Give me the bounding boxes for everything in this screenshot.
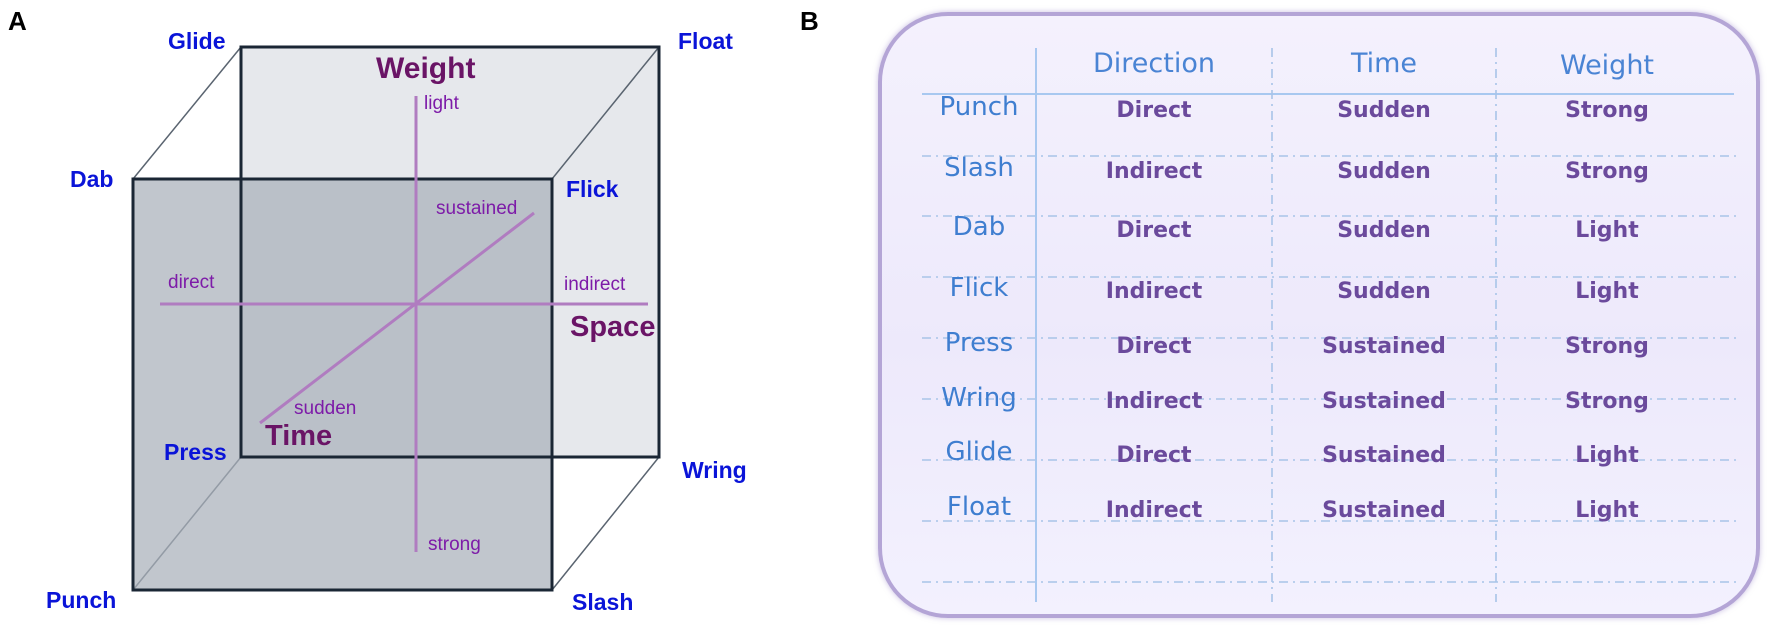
column-header-weight: Weight — [1559, 50, 1655, 81]
table-cell-weight: Strong — [1565, 98, 1649, 123]
table-cell-time: Sustained — [1322, 389, 1446, 414]
corner-label-punch: Punch — [46, 587, 116, 613]
table-grid-lines — [922, 48, 1738, 602]
corner-label-wring: Wring — [682, 457, 747, 483]
time-axis-sustained-label: sustained — [436, 198, 517, 219]
corner-label-slash: Slash — [572, 589, 633, 615]
table-cell-direction: Indirect — [1105, 498, 1203, 523]
table-cell-direction: Direct — [1116, 443, 1192, 468]
table-cell-direction: Indirect — [1105, 159, 1203, 184]
weight-axis-light-label: light — [424, 93, 460, 114]
space-axis-title: Space — [570, 311, 655, 343]
table-cell-weight: Light — [1575, 279, 1639, 304]
row-label: Press — [944, 328, 1014, 358]
weight-axis-strong-label: strong — [428, 534, 481, 555]
corner-label-float: Float — [678, 28, 733, 54]
cube-edge — [132, 46, 242, 180]
space-axis-direct-label: direct — [168, 272, 215, 293]
corner-label-flick: Flick — [566, 176, 619, 202]
table-cell-time: Sustained — [1322, 334, 1446, 359]
table-cell-time: Sudden — [1337, 279, 1431, 304]
space-axis-indirect-label: indirect — [564, 274, 626, 295]
cube-edge — [551, 456, 660, 591]
panel-label-a: A — [8, 6, 27, 36]
table-cell-direction: Indirect — [1105, 389, 1203, 414]
table-cell-weight: Light — [1575, 498, 1639, 523]
effort-cube-diagram: Weight Space Time light strong direct in… — [46, 28, 747, 615]
table-cell-direction: Direct — [1116, 334, 1192, 359]
table-cell-time: Sudden — [1337, 98, 1431, 123]
table-cell-time: Sudden — [1337, 159, 1431, 184]
corner-label-glide: Glide — [168, 28, 226, 54]
time-axis-title: Time — [265, 420, 332, 452]
table-cell-direction: Direct — [1116, 98, 1192, 123]
table-cell-direction: Indirect — [1105, 279, 1203, 304]
row-label: Glide — [945, 437, 1013, 467]
column-header-direction: Direction — [1093, 48, 1215, 79]
weight-axis-title: Weight — [376, 52, 475, 85]
table-cell-direction: Direct — [1116, 218, 1192, 243]
table-cell-time: Sustained — [1322, 498, 1446, 523]
cube-back-face-outline — [239, 45, 661, 459]
row-label: Slash — [944, 153, 1014, 183]
column-header-time: Time — [1350, 48, 1418, 79]
corner-label-press: Press — [164, 439, 227, 465]
cube-front-face — [131, 177, 554, 592]
table-cell-time: Sustained — [1322, 443, 1446, 468]
table-cell-time: Sudden — [1337, 218, 1431, 243]
table-cell-weight: Strong — [1565, 334, 1649, 359]
corner-label-dab: Dab — [70, 166, 113, 192]
row-label: Punch — [939, 92, 1019, 122]
cube-edge — [551, 46, 660, 180]
row-label: Float — [946, 492, 1012, 522]
table-cell-weight: Light — [1575, 443, 1639, 468]
table-cell-weight: Light — [1575, 218, 1639, 243]
table-cell-weight: Strong — [1565, 159, 1649, 184]
panel-label-b: B — [800, 6, 819, 36]
row-label: Dab — [952, 212, 1006, 242]
time-axis-sudden-label: sudden — [294, 398, 356, 419]
time-axis-line — [259, 211, 535, 425]
row-label: Flick — [949, 273, 1009, 303]
table-cell-weight: Strong — [1565, 389, 1649, 414]
row-label: Wring — [941, 383, 1017, 413]
